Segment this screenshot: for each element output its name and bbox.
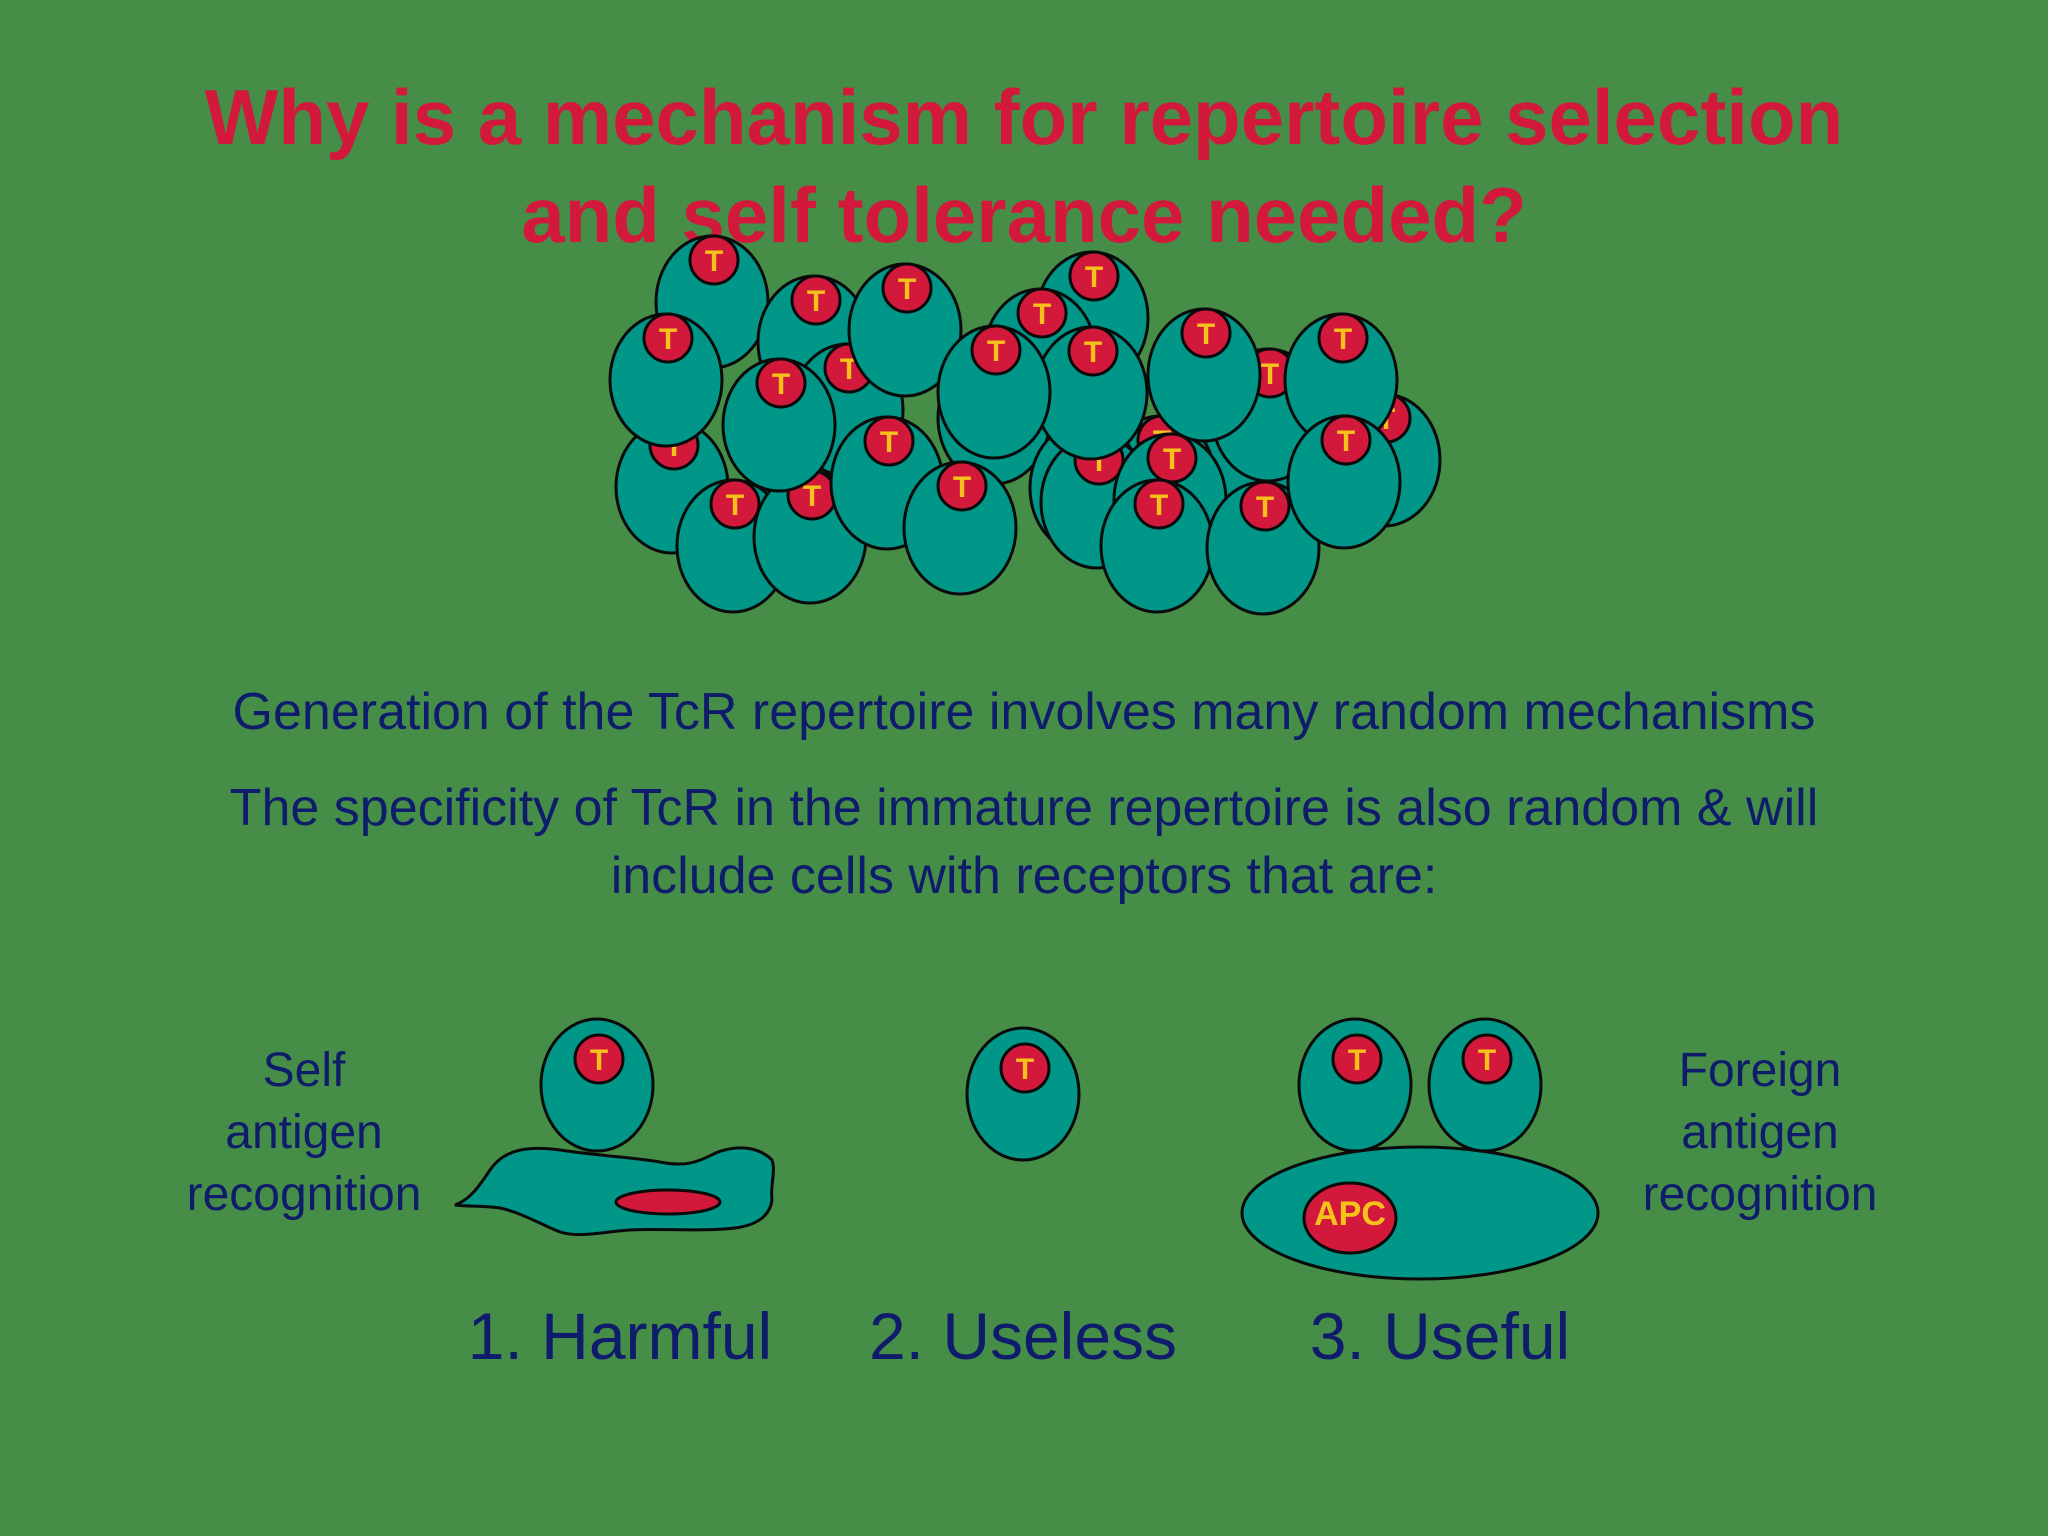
apc-nucleus [1302,1181,1398,1255]
t-cell-letter: T [1084,336,1102,369]
t-cell-letter: T [1163,443,1181,476]
t-cell-letter: T [1261,358,1279,391]
t-cell-letter: T [898,273,916,306]
t-cell-nucleus [936,460,988,512]
self-antigen-nucleus [614,1188,722,1216]
t-cell-letter: T [1197,318,1215,351]
t-cell-letter: T [1033,298,1051,331]
self-antigen-label: Self antigen recognition [144,1040,464,1226]
title-line-1: Why is a mechanism for repertoire select… [204,73,1844,161]
t-cell-nucleus [709,478,761,530]
apc-cell [1240,1145,1600,1281]
t-cell-body [539,1017,655,1153]
t-cell-nucleus [790,274,842,326]
t-cell: T [1283,312,1399,448]
foreign-antigen-label: Foreign antigen recognition [1600,1040,1920,1226]
t-cell: T [902,460,1018,596]
t-cell-nucleus [573,1033,625,1085]
t-cell-letter: T [659,323,677,356]
t-cell-nucleus [755,357,807,409]
t-cell-body [1297,1017,1413,1153]
foreign-antigen-label-line-1: Foreign [1678,1044,1842,1097]
harmful-illustration: T [454,1017,775,1237]
t-cell-nucleus [1133,478,1185,530]
t-cell-letter: T [1334,323,1352,356]
t-cell-letter: T [590,1044,608,1077]
self-antigen-label-line-3: recognition [186,1168,422,1221]
t-cell-nucleus [642,312,694,364]
body-line-2b: include cells with receptors that are: [610,847,1438,905]
label-harmful: 1. Harmful [467,1299,773,1373]
t-cell-letter: T [726,489,744,522]
self-tissue-cell [454,1146,775,1237]
useful-t-cell-2: T [1427,1017,1543,1153]
t-cell-nucleus [1180,307,1232,359]
body-line-2: The specificity of TcR in the immature r… [100,774,1948,910]
t-cell-nucleus [1068,250,1120,302]
useful-t-cell-1: T [1297,1017,1413,1153]
t-cell-letter: T [1150,489,1168,522]
t-cell-letter: T [1478,1044,1496,1077]
t-cell-letter: T [803,480,821,513]
useful-illustration: T T APC [1240,1017,1600,1281]
t-cell-letter: T [705,245,723,278]
t-cell-letter: T [1337,425,1355,458]
t-cell: T [1099,478,1215,614]
t-cell-nucleus [1067,325,1119,377]
t-cell-letter: T [1016,1053,1034,1086]
t-cell-body [965,1026,1081,1162]
t-cell-nucleus [1239,480,1291,532]
t-cell: T [1286,414,1402,550]
t-cell: T [847,262,963,398]
t-cell-letter: T [1085,261,1103,294]
t-cell-letter: T [840,353,858,386]
useless-t-cell: T [965,1026,1081,1162]
page-title: Why is a mechanism for repertoire select… [100,68,1948,264]
label-useful: 3. Useful [1309,1299,1571,1373]
useless-illustration: T [965,1026,1081,1162]
t-cell-letter: T [1348,1044,1366,1077]
t-cell-letter: T [953,471,971,504]
t-cell: T [608,312,724,448]
apc-label: APC [1314,1195,1386,1233]
t-cell: T [1146,307,1262,443]
label-useless: 2. Useless [868,1299,1178,1373]
t-cell-nucleus [1317,312,1369,364]
harmful-t-cell: T [539,1017,655,1153]
self-antigen-label-line-1: Self [262,1044,346,1097]
t-cell-body [1427,1017,1543,1153]
t-cell-letter: T [807,285,825,318]
t-cell: T [721,357,837,493]
t-cell-letter: T [880,426,898,459]
t-cell-nucleus [970,324,1022,376]
foreign-antigen-label-line-2: antigen [1681,1106,1839,1159]
t-cell: T [936,324,1052,460]
t-cell-nucleus [688,234,740,286]
t-cell-nucleus [1461,1033,1513,1085]
foreign-antigen-label-line-3: recognition [1642,1168,1878,1221]
t-cell: T [1033,325,1149,461]
t-cell-nucleus [863,415,915,467]
t-cell-letter: T [1256,491,1274,524]
t-cell-nucleus [1331,1033,1383,1085]
t-cell-letter: T [987,335,1005,368]
t-cell-nucleus [881,262,933,314]
self-antigen-label-line-2: antigen [225,1106,383,1159]
t-cell-nucleus [1016,287,1068,339]
body-line-2a: The specificity of TcR in the immature r… [229,779,1819,837]
t-cell-letter: T [772,368,790,401]
t-cell: T [1205,480,1321,616]
t-cell-nucleus [1320,414,1372,466]
body-line-1: Generation of the TcR repertoire involve… [232,683,1816,741]
t-cell-nucleus [999,1042,1051,1094]
